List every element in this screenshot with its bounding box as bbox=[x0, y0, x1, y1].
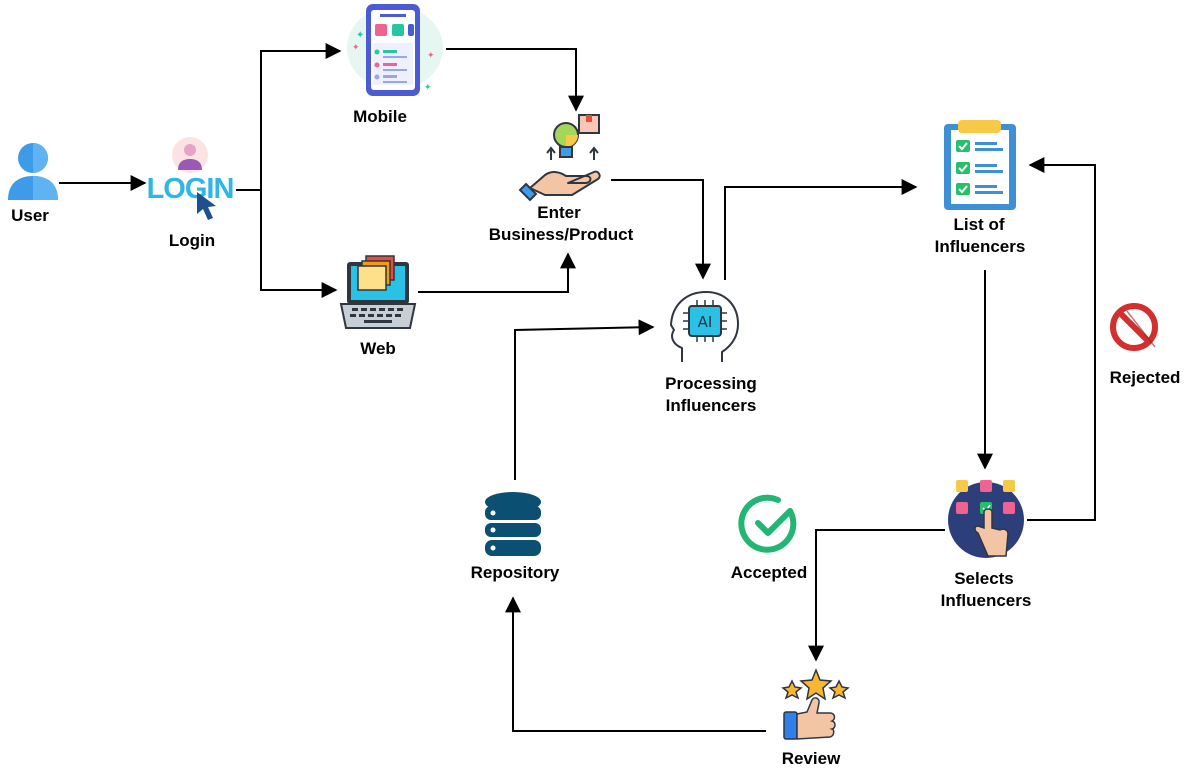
selects-node[interactable]: Selects Influencers bbox=[941, 480, 1032, 610]
list-node[interactable]: List of Influencers bbox=[935, 120, 1026, 256]
processing-node[interactable]: AI Processing Influencers bbox=[665, 291, 757, 415]
edge-selects-review-accepted bbox=[808, 529, 945, 662]
thumbs-up-stars-icon bbox=[781, 667, 850, 740]
repository-label: Repository bbox=[471, 563, 560, 582]
svg-text:✦: ✦ bbox=[424, 83, 432, 93]
svg-text:✦: ✦ bbox=[352, 43, 360, 53]
ai-chip-text: AI bbox=[698, 313, 713, 331]
clipboard-checklist-icon bbox=[944, 120, 1016, 210]
ai-head-icon: AI bbox=[670, 291, 739, 362]
edges bbox=[59, 43, 1096, 732]
web-node[interactable]: Web bbox=[339, 255, 417, 358]
review-label: Review bbox=[782, 749, 841, 768]
edge-repository-processing bbox=[514, 319, 655, 480]
rejected-label: Rejected bbox=[1110, 368, 1181, 387]
login-label: Login bbox=[169, 231, 215, 250]
edge-selects-list-rejected bbox=[1027, 157, 1096, 521]
review-node[interactable]: Review bbox=[781, 667, 850, 768]
edge-enter-processing bbox=[611, 179, 711, 280]
accepted-node: Accepted bbox=[731, 494, 808, 582]
laptop-icon bbox=[339, 255, 417, 329]
login-logo-text: LOGIN bbox=[147, 173, 234, 205]
repository-node[interactable]: Repository bbox=[471, 492, 560, 582]
edge-processing-list bbox=[724, 179, 918, 280]
idea-hand-icon bbox=[518, 114, 601, 202]
processing-label-line2: Influencers bbox=[666, 396, 757, 415]
user-node[interactable]: User bbox=[8, 143, 58, 225]
svg-text:✦: ✦ bbox=[427, 51, 435, 61]
check-circle-icon bbox=[738, 494, 797, 553]
enter-label-line1: Enter bbox=[537, 203, 581, 222]
edge-web-enter bbox=[418, 252, 576, 293]
rejected-node: Rejected bbox=[1110, 303, 1181, 387]
edge-review-repository bbox=[505, 596, 766, 732]
mobile-label: Mobile bbox=[353, 107, 407, 126]
processing-label-line1: Processing bbox=[665, 374, 757, 393]
edge-login-mobile bbox=[236, 43, 342, 191]
cursor-icon bbox=[197, 192, 216, 220]
accepted-label: Accepted bbox=[731, 563, 808, 582]
user-label: User bbox=[11, 206, 49, 225]
list-label-line2: Influencers bbox=[935, 237, 1026, 256]
edge-mobile-enter bbox=[446, 48, 584, 112]
enter-label-line2: Business/Product bbox=[489, 225, 634, 244]
user-icon bbox=[8, 143, 58, 200]
mobile-node[interactable]: ✦ ✦ ✦ ✦ Mobile bbox=[347, 4, 443, 126]
selects-label-line2: Influencers bbox=[941, 591, 1032, 610]
web-label: Web bbox=[360, 339, 396, 358]
rejected-icon bbox=[1110, 303, 1158, 351]
svg-text:✦: ✦ bbox=[356, 30, 364, 41]
login-icon: LOGIN bbox=[147, 137, 234, 220]
enter-node[interactable]: Enter Business/Product bbox=[489, 114, 634, 244]
hand-select-icon bbox=[948, 480, 1024, 558]
mobile-phone-icon: ✦ ✦ ✦ ✦ bbox=[347, 4, 443, 96]
selects-label-line1: Selects bbox=[954, 569, 1014, 588]
list-label-line1: List of bbox=[954, 215, 1005, 234]
edge-login-web bbox=[260, 190, 338, 298]
database-icon bbox=[485, 492, 541, 556]
login-node[interactable]: LOGIN Login bbox=[147, 137, 234, 250]
